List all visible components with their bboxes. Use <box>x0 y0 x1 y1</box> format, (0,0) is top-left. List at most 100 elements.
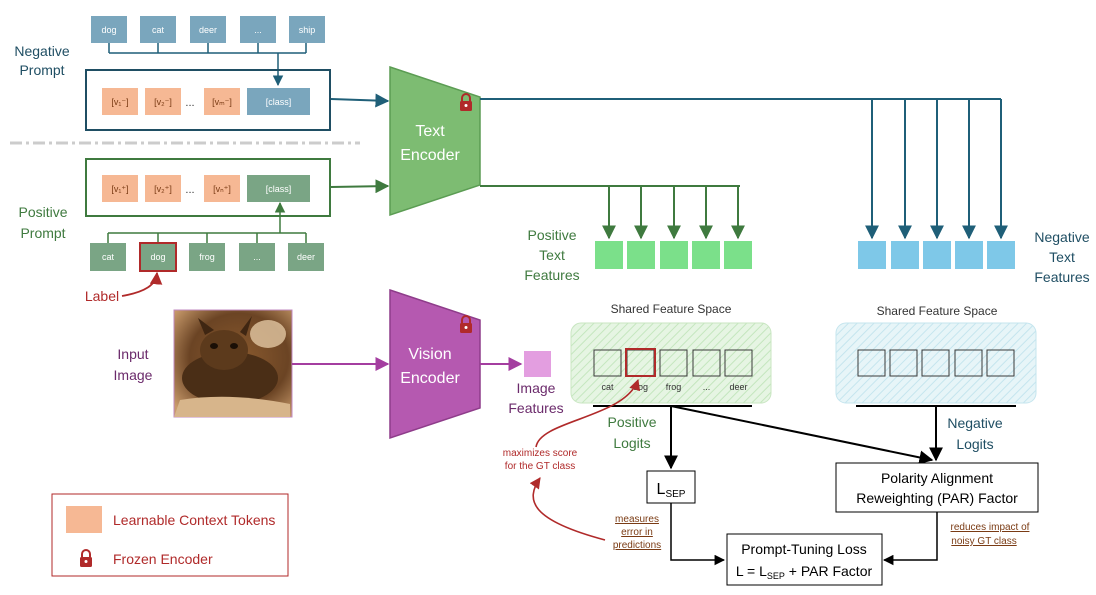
negative-context-token <box>145 88 181 115</box>
loss-title: Prompt-Tuning Loss <box>741 541 867 557</box>
gt-logit-highlight <box>625 348 656 377</box>
vision-encoder-block <box>389 288 481 440</box>
positive-token-row: [v₁⁺][v₂⁺]...[vₙ⁺][class] <box>102 175 310 202</box>
negative-feature-drops <box>865 99 1008 240</box>
positive-text-features-line3: Features <box>524 267 579 283</box>
negative-class-label: dog <box>101 25 116 35</box>
positive-logit-label: dog <box>633 382 648 392</box>
positive-text-feature-square <box>692 241 720 269</box>
vision-encoder-label-line2: Encoder <box>400 370 460 387</box>
gt-label-highlight <box>139 242 177 272</box>
positive-text-features-line1: Positive <box>527 227 576 243</box>
negative-token-label: [v₁⁻] <box>111 97 128 107</box>
positive-text-feature-square <box>595 241 623 269</box>
negative-text-features-line3: Features <box>1034 269 1089 285</box>
negative-class-connector <box>108 43 307 54</box>
par-factor-line1: Polarity Alignment <box>881 470 993 486</box>
negative-prompt-box <box>85 69 331 131</box>
positive-context-token <box>102 175 138 202</box>
negative-context-token <box>204 88 240 115</box>
negative-class-box <box>190 16 226 43</box>
shared-space-positive-title: Shared Feature Space <box>611 302 732 316</box>
text-encoder-label-line2: Encoder <box>400 147 460 164</box>
positive-class-label: dog <box>150 252 165 262</box>
negative-text-features-line1: Negative <box>1034 229 1089 245</box>
reduces-annotation: reduces impact of noisy GT class <box>951 522 1030 547</box>
negative-class-slot <box>247 88 310 115</box>
text-encoder-block <box>389 65 481 217</box>
positive-logits-to-par-arrow <box>670 405 934 465</box>
shared-space-positive-panel <box>570 322 772 404</box>
positive-token-label: [v₁⁺] <box>111 184 128 194</box>
positive-text-feature-square <box>660 241 688 269</box>
negative-to-encoder-arrow <box>330 93 390 108</box>
positive-context-token <box>204 175 240 202</box>
positive-class-connector <box>107 232 307 243</box>
negative-prompt-label-line1: Negative <box>14 43 69 59</box>
positive-logit-square <box>659 349 688 377</box>
measures-arrow <box>529 477 606 541</box>
lsep-to-loss-arrow <box>670 503 726 566</box>
par-factor-box <box>835 462 1039 513</box>
negative-text-features-label: Negative Text Features <box>1034 229 1089 285</box>
negative-prompt-label: Negative Prompt <box>14 43 69 78</box>
negative-text-feature-square <box>923 241 951 269</box>
negative-class-box <box>240 16 276 43</box>
maximizes-arrow <box>535 378 641 448</box>
negative-class-label: deer <box>199 25 217 35</box>
lsep-box <box>646 470 696 504</box>
maximizes-line1: maximizes score <box>503 448 578 459</box>
positive-logit-label: cat <box>601 382 614 392</box>
positive-prompt-label-line2: Prompt <box>20 225 65 241</box>
positive-token-label: [class] <box>266 184 292 194</box>
legend-learnable-swatch <box>66 506 102 533</box>
negative-text-feature-square <box>955 241 983 269</box>
input-image-dog-photo <box>173 309 293 418</box>
measures-line3: predictions <box>613 540 661 551</box>
input-image-label: Input Image <box>114 346 153 383</box>
positive-logit-label: deer <box>729 382 747 392</box>
negative-token-label: [v₂⁻] <box>154 97 172 107</box>
legend-frozen-label: Frozen Encoder <box>113 551 213 567</box>
measures-line2: error in <box>621 527 653 538</box>
maximizes-annotation: maximizes score for the GT class <box>503 448 578 472</box>
positive-logit-label: ... <box>703 382 711 392</box>
positive-class-label: frog <box>199 252 215 262</box>
image-features-label-line1: Image <box>517 380 556 396</box>
input-image-label-line2: Image <box>114 367 153 383</box>
positive-class-box <box>288 243 324 271</box>
reduces-line1: reduces impact of <box>951 522 1030 533</box>
negative-text-features-line2: Text <box>1049 249 1075 265</box>
negative-logit-square <box>889 349 918 377</box>
negative-token-label: [class] <box>266 97 292 107</box>
legend-lock-icon <box>80 549 92 567</box>
positive-class-box <box>239 243 275 271</box>
positive-text-feature-squares <box>595 241 752 269</box>
negative-class-label: ship <box>299 25 316 35</box>
negative-class-box <box>289 16 325 43</box>
negative-logit-square <box>921 349 950 377</box>
negative-class-box <box>91 16 127 43</box>
positive-class-label: deer <box>297 252 315 262</box>
input-image-label-line1: Input <box>117 346 148 362</box>
positive-text-features-line2: Text <box>539 247 565 263</box>
positive-prompt-box <box>85 158 331 217</box>
text-encoder-label-line1: Text <box>415 123 445 140</box>
positive-prompt-label: Positive Prompt <box>18 204 67 241</box>
negative-text-feature-square <box>987 241 1015 269</box>
negative-class-label: ... <box>254 25 262 35</box>
legend-learnable-label: Learnable Context Tokens <box>113 512 275 528</box>
negative-logits-label-line2: Logits <box>956 436 993 452</box>
positive-token-label: [vₙ⁺] <box>213 184 231 194</box>
positive-feature-drops <box>602 186 745 240</box>
positive-class-box <box>189 243 225 271</box>
negative-text-feature-square <box>891 241 919 269</box>
positive-class-label: cat <box>102 252 115 262</box>
image-feature-square <box>524 351 551 377</box>
positive-logit-square <box>692 349 721 377</box>
shared-space-negative-title: Shared Feature Space <box>877 304 998 318</box>
positive-logits-label-line2: Logits <box>613 435 650 451</box>
